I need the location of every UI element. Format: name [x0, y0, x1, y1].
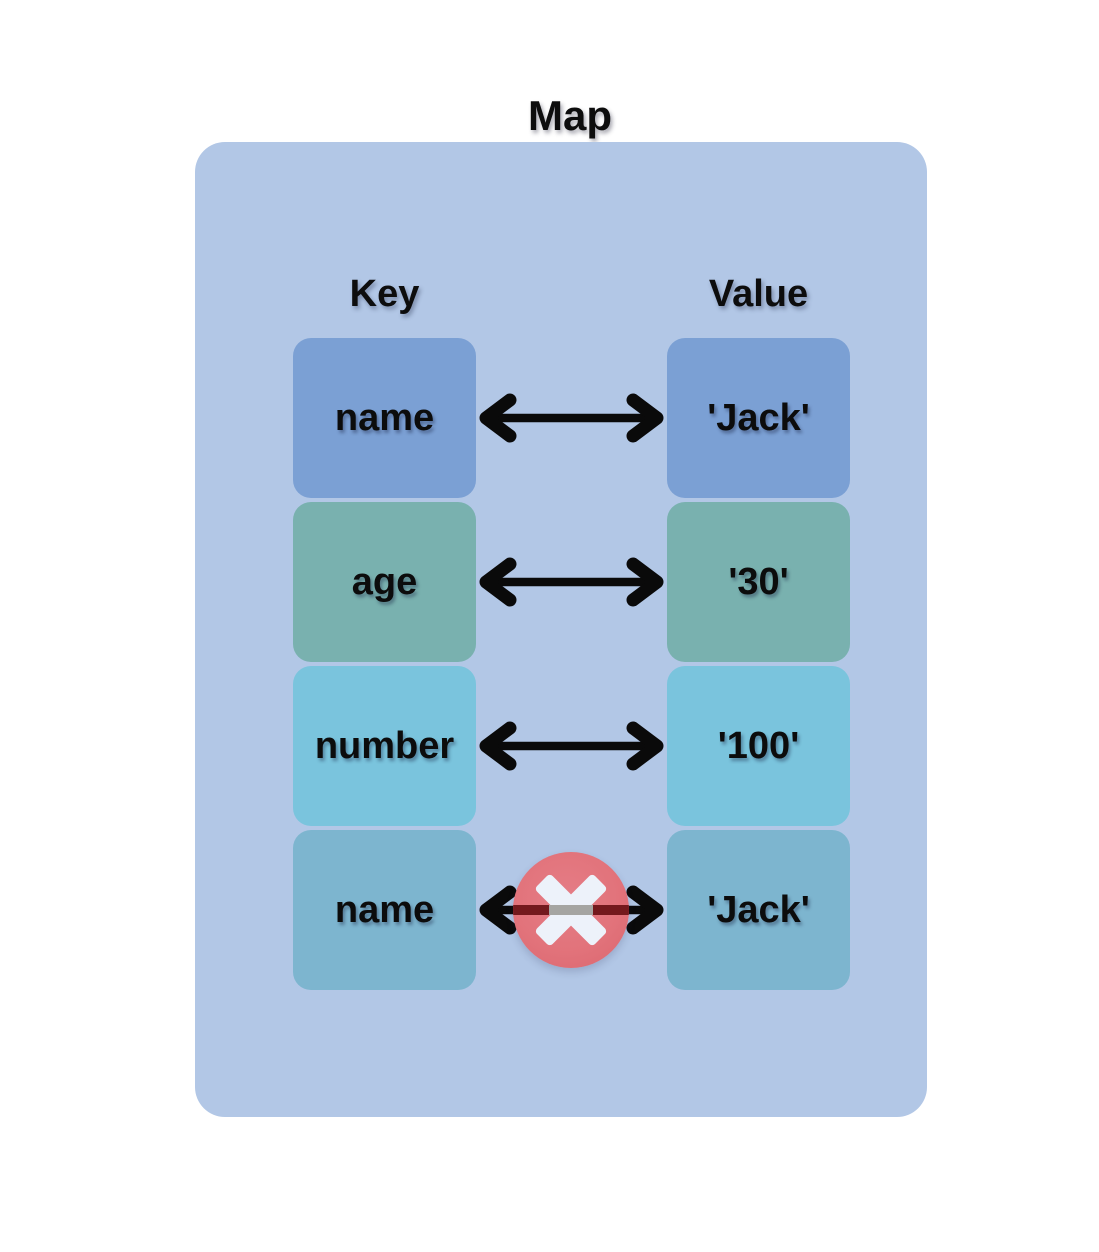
key-label: name	[334, 888, 435, 931]
key-label: age	[351, 560, 418, 603]
value-label: 'Jack'	[707, 396, 810, 439]
bidirectional-arrow	[476, 666, 667, 826]
value-label: '30'	[728, 560, 789, 603]
value-label: '100'	[717, 724, 800, 767]
key-box: name	[293, 338, 476, 498]
key-box: name	[293, 830, 476, 990]
map-entry-row: name 'Jack'	[293, 830, 850, 990]
value-box: '100'	[667, 666, 850, 826]
map-entry-row: number '100'	[293, 666, 850, 826]
map-entry-row: name 'Jack'	[293, 338, 850, 498]
key-label: name	[334, 396, 435, 439]
key-label: number	[314, 724, 455, 767]
arrow-line-through-cross	[549, 905, 593, 915]
key-column-header: Key	[349, 273, 420, 315]
x-circle-icon	[513, 852, 629, 968]
key-box: age	[293, 502, 476, 662]
value-label: 'Jack'	[707, 888, 810, 931]
key-box: number	[293, 666, 476, 826]
double-headed-arrow-icon	[479, 393, 664, 443]
value-box: 'Jack'	[667, 830, 850, 990]
double-headed-arrow-icon	[479, 721, 664, 771]
value-box: '30'	[667, 502, 850, 662]
bidirectional-arrow	[476, 338, 667, 498]
value-box: 'Jack'	[667, 338, 850, 498]
map-title: Map	[528, 92, 612, 139]
value-column-header: Value	[708, 273, 809, 315]
map-panel: Key Value name 'Jack'	[195, 142, 927, 1117]
map-entry-row: age '30'	[293, 502, 850, 662]
double-headed-arrow-icon	[479, 557, 664, 607]
bidirectional-arrow	[476, 502, 667, 662]
